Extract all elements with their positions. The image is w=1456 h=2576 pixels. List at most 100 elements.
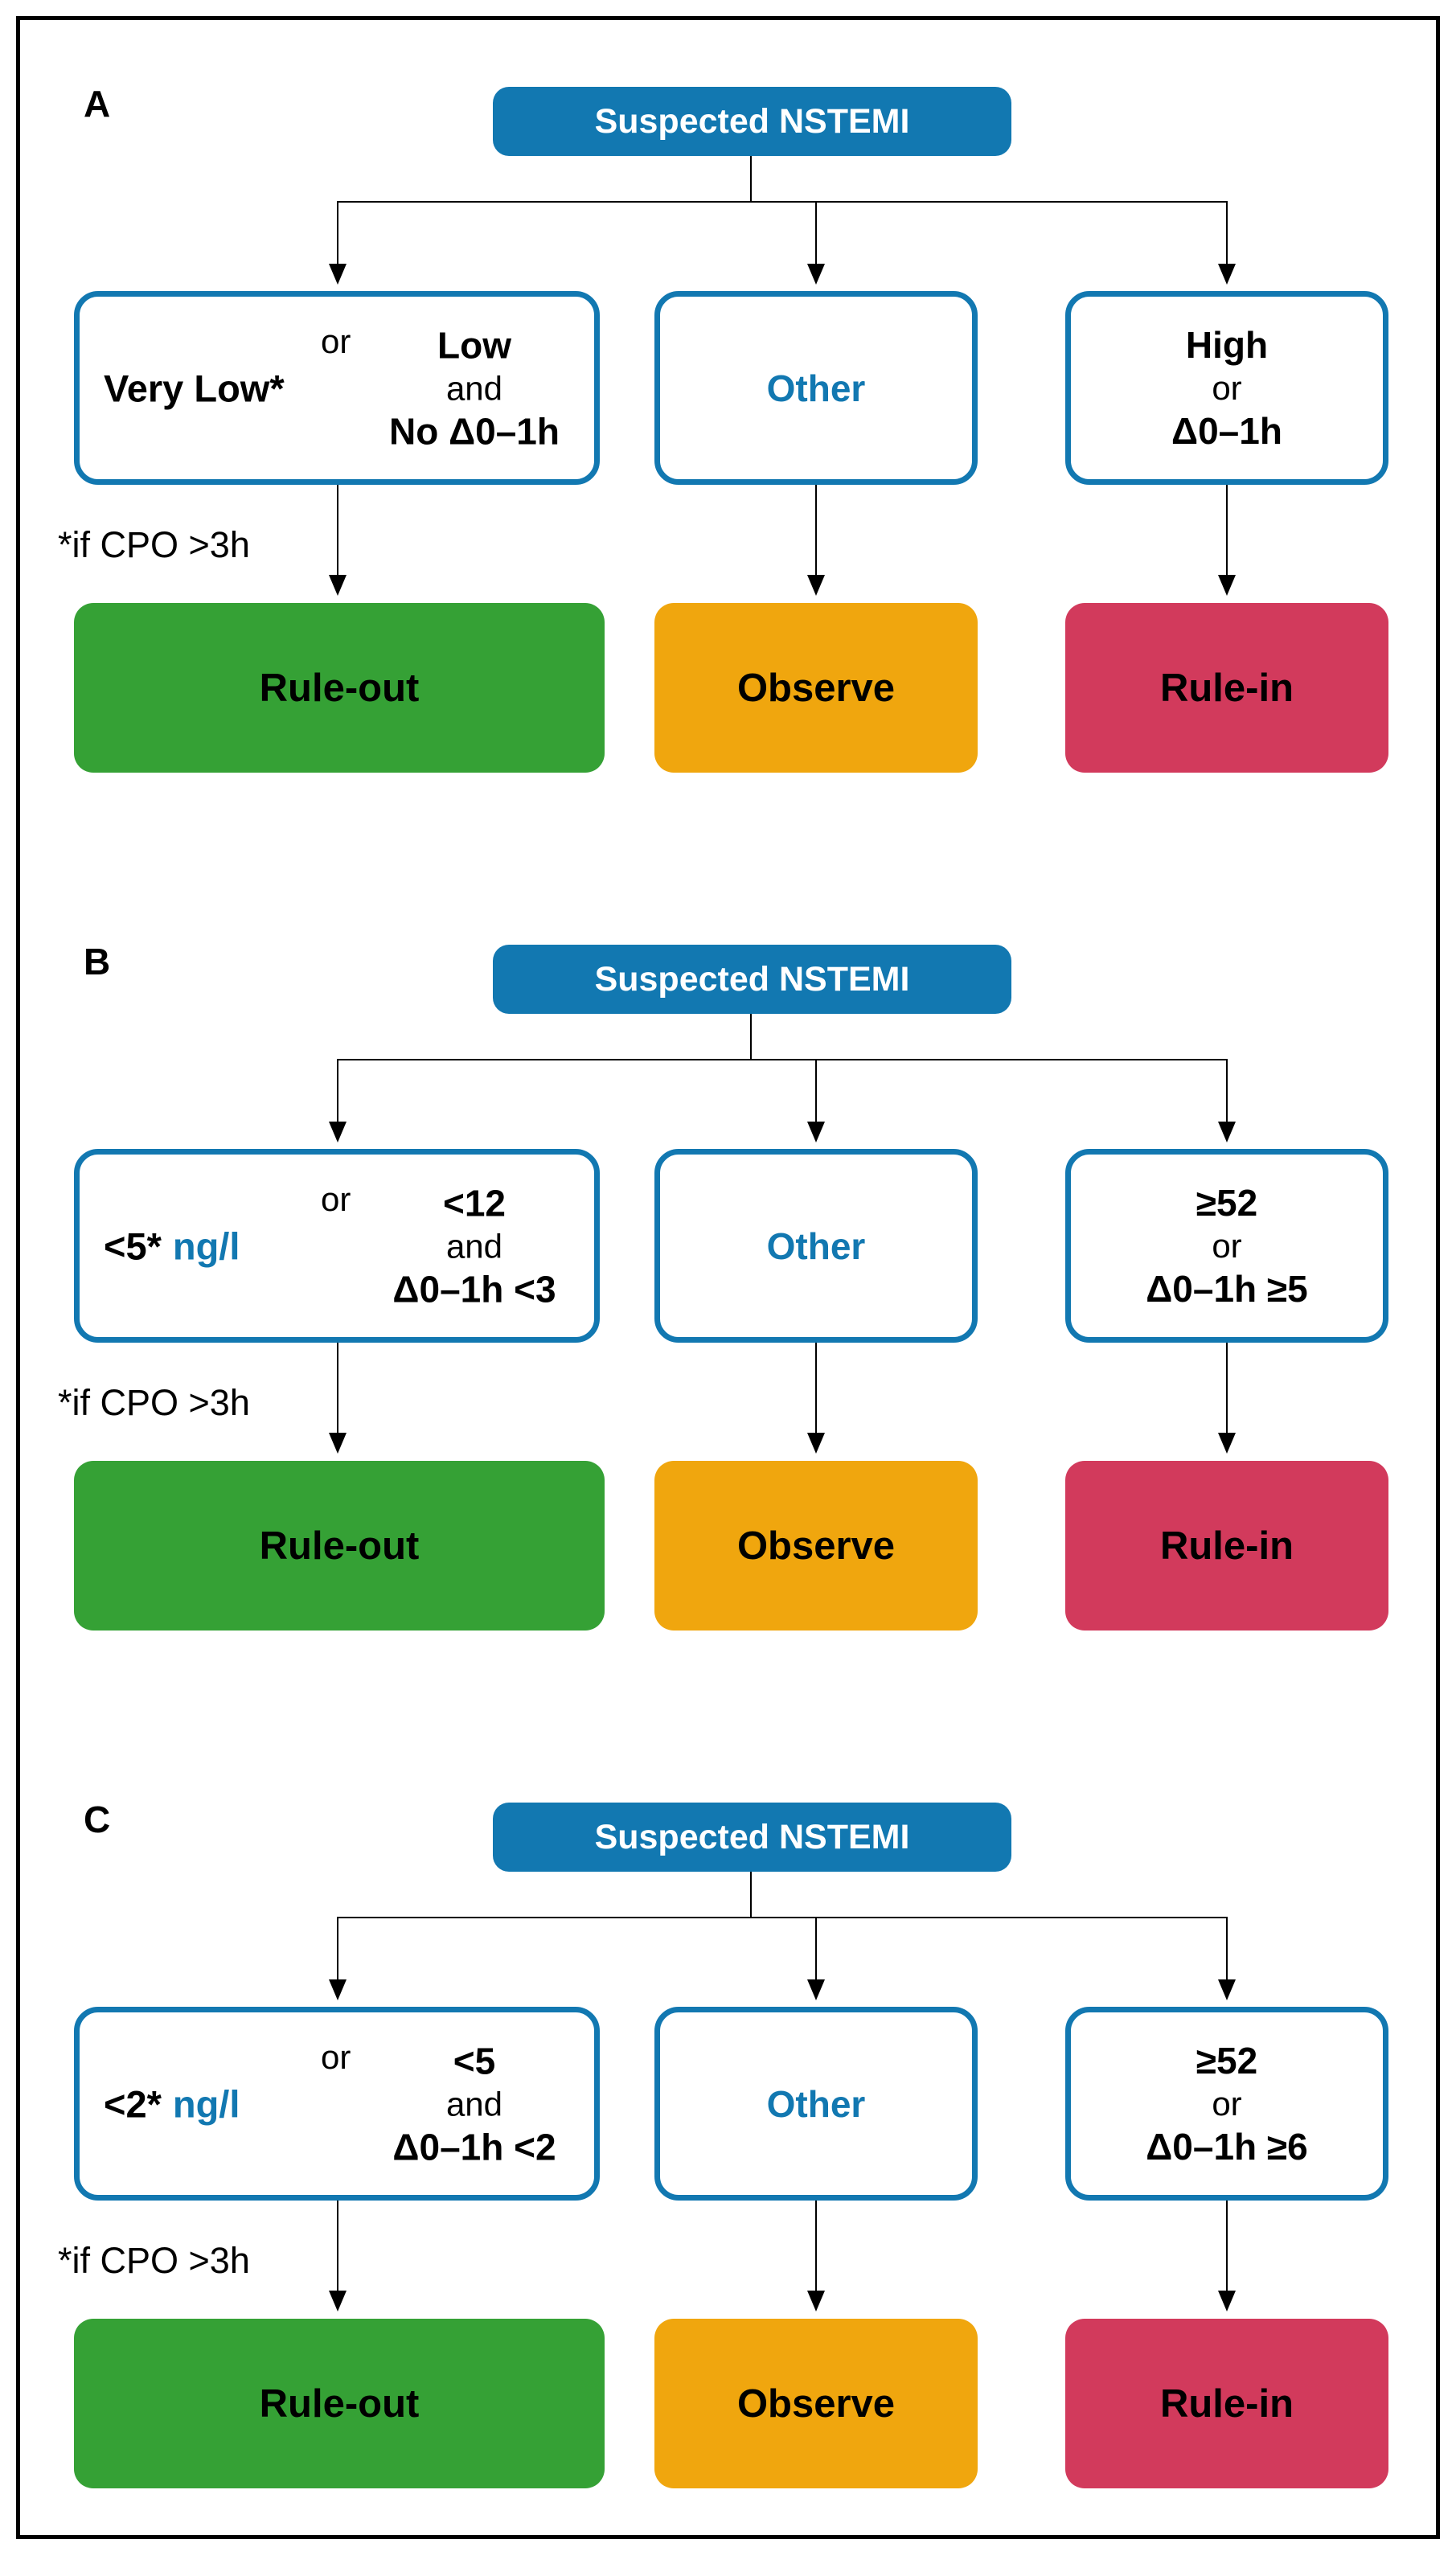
branch-arrow-right [1218, 1059, 1236, 1142]
condition-alternative: <5 and Δ0–1h <2 [366, 2038, 583, 2169]
or-connector: or [321, 2038, 351, 2076]
title-text: Suspected NSTEMI [594, 101, 910, 141]
alt-line-3: Δ0–1h <3 [392, 1268, 556, 1311]
condition-box-rule-out: <5*ng/l or <12 and Δ0–1h <3 [74, 1149, 600, 1343]
rule-in-box: Rule-in [1065, 1461, 1388, 1631]
branch-arrow-middle [807, 201, 825, 285]
exit-arrow-right [1218, 485, 1236, 596]
panel-c: C Suspected NSTEMI <2*ng/l or <5 and Δ0–… [0, 1764, 1456, 2576]
condition-box-rule-in: ≥52 or Δ0–1h ≥6 [1065, 2007, 1388, 2201]
connector-bar [337, 1059, 1228, 1060]
suspected-nstemi-box: Suspected NSTEMI [493, 1803, 1011, 1872]
alt-line-1: <5 [453, 2039, 496, 2082]
cpo-footnote: *if CPO >3h [58, 2240, 250, 2281]
condition-box-observe: Other [654, 1149, 978, 1343]
arrowhead-icon [1218, 1122, 1236, 1142]
exit-arrow-left [329, 2201, 347, 2311]
panel-b: B Suspected NSTEMI <5*ng/l or <12 and Δ0… [0, 906, 1456, 1718]
exit-arrow-right [1218, 2201, 1236, 2311]
other-label: Other [766, 367, 866, 409]
cpo-footnote: *if CPO >3h [58, 1382, 250, 1423]
connector-stem [750, 1014, 752, 1060]
arrowhead-icon [807, 264, 825, 285]
figure-border [16, 16, 1440, 2539]
branch-arrow-left [329, 1059, 347, 1142]
alt-line-2: and [445, 2084, 503, 2123]
rule-in-box: Rule-in [1065, 2319, 1388, 2488]
title-text: Suspected NSTEMI [594, 959, 910, 999]
suspected-nstemi-box: Suspected NSTEMI [493, 945, 1011, 1014]
other-label: Other [766, 2082, 866, 2125]
rule-in-line-2: or [1212, 368, 1242, 407]
or-connector: or [321, 322, 351, 360]
rule-in-line-3: Δ0–1h ≥5 [1146, 1268, 1308, 1311]
exit-arrow-middle [807, 1343, 825, 1454]
arrowhead-icon [1218, 2291, 1236, 2311]
arrowhead-icon [1218, 575, 1236, 596]
alt-line-3: No Δ0–1h [388, 410, 560, 453]
rule-in-line-2: or [1212, 1226, 1242, 1265]
panel-a-label: A [84, 83, 111, 125]
alt-line-1: Low [437, 323, 511, 366]
alt-line-2: and [445, 1226, 503, 1265]
condition-value: <5* [104, 1224, 162, 1267]
rule-in-line-1: High [1185, 323, 1269, 366]
or-connector: or [321, 1180, 351, 1218]
condition-value: <2* [104, 2082, 162, 2125]
arrowhead-icon [1218, 264, 1236, 285]
connector-stem [750, 156, 752, 202]
condition-alternative: Low and No Δ0–1h [366, 322, 583, 453]
rule-in-line-3: Δ0–1h [1171, 410, 1282, 453]
arrowhead-icon [807, 1122, 825, 1142]
arrowhead-icon [807, 2291, 825, 2311]
other-label: Other [766, 1224, 866, 1267]
alt-line-2: and [445, 368, 503, 407]
branch-arrow-middle [807, 1917, 825, 2000]
rule-in-box: Rule-in [1065, 603, 1388, 773]
rule-out-box: Rule-out [74, 1461, 605, 1631]
condition-box-observe: Other [654, 2007, 978, 2201]
suspected-nstemi-box: Suspected NSTEMI [493, 87, 1011, 156]
exit-arrow-middle [807, 485, 825, 596]
arrowhead-icon [329, 1433, 347, 1454]
condition-box-rule-in: ≥52 or Δ0–1h ≥5 [1065, 1149, 1388, 1343]
connector-bar [337, 1917, 1228, 1918]
condition-unit: ng/l [172, 1224, 240, 1267]
arrowhead-icon [329, 2291, 347, 2311]
alt-line-1: <12 [442, 1181, 507, 1224]
arrowhead-icon [329, 1122, 347, 1142]
exit-arrow-right [1218, 1343, 1236, 1454]
condition-alternative: <12 and Δ0–1h <3 [366, 1180, 583, 1311]
branch-arrow-left [329, 1917, 347, 2000]
panel-a: A Suspected NSTEMI Very Low* or Low and … [0, 48, 1456, 860]
condition-box-rule-in: High or Δ0–1h [1065, 291, 1388, 485]
branch-arrow-right [1218, 1917, 1236, 2000]
title-text: Suspected NSTEMI [594, 1817, 910, 1856]
observe-box: Observe [654, 1461, 978, 1631]
rule-in-line-3: Δ0–1h ≥6 [1146, 2126, 1308, 2168]
condition-unit: ng/l [172, 2082, 240, 2125]
panel-c-label: C [84, 1799, 111, 1840]
observe-box: Observe [654, 603, 978, 773]
exit-arrow-middle [807, 2201, 825, 2311]
rule-in-line-1: ≥52 [1196, 2039, 1258, 2082]
branch-arrow-middle [807, 1059, 825, 1142]
exit-arrow-left [329, 1343, 347, 1454]
condition-primary: Very Low* [104, 366, 285, 410]
branch-arrow-left [329, 201, 347, 285]
connector-bar [337, 201, 1228, 203]
arrowhead-icon [1218, 1979, 1236, 2000]
arrowhead-icon [807, 575, 825, 596]
arrowhead-icon [1218, 1433, 1236, 1454]
arrowhead-icon [329, 575, 347, 596]
rule-in-line-2: or [1212, 2084, 1242, 2123]
condition-box-observe: Other [654, 291, 978, 485]
condition-box-rule-out: Very Low* or Low and No Δ0–1h [74, 291, 600, 485]
rule-out-box: Rule-out [74, 2319, 605, 2488]
condition-primary: <2*ng/l [104, 2082, 240, 2126]
cpo-footnote: *if CPO >3h [58, 524, 250, 565]
alt-line-3: Δ0–1h <2 [392, 2126, 556, 2168]
observe-box: Observe [654, 2319, 978, 2488]
arrowhead-icon [329, 1979, 347, 2000]
